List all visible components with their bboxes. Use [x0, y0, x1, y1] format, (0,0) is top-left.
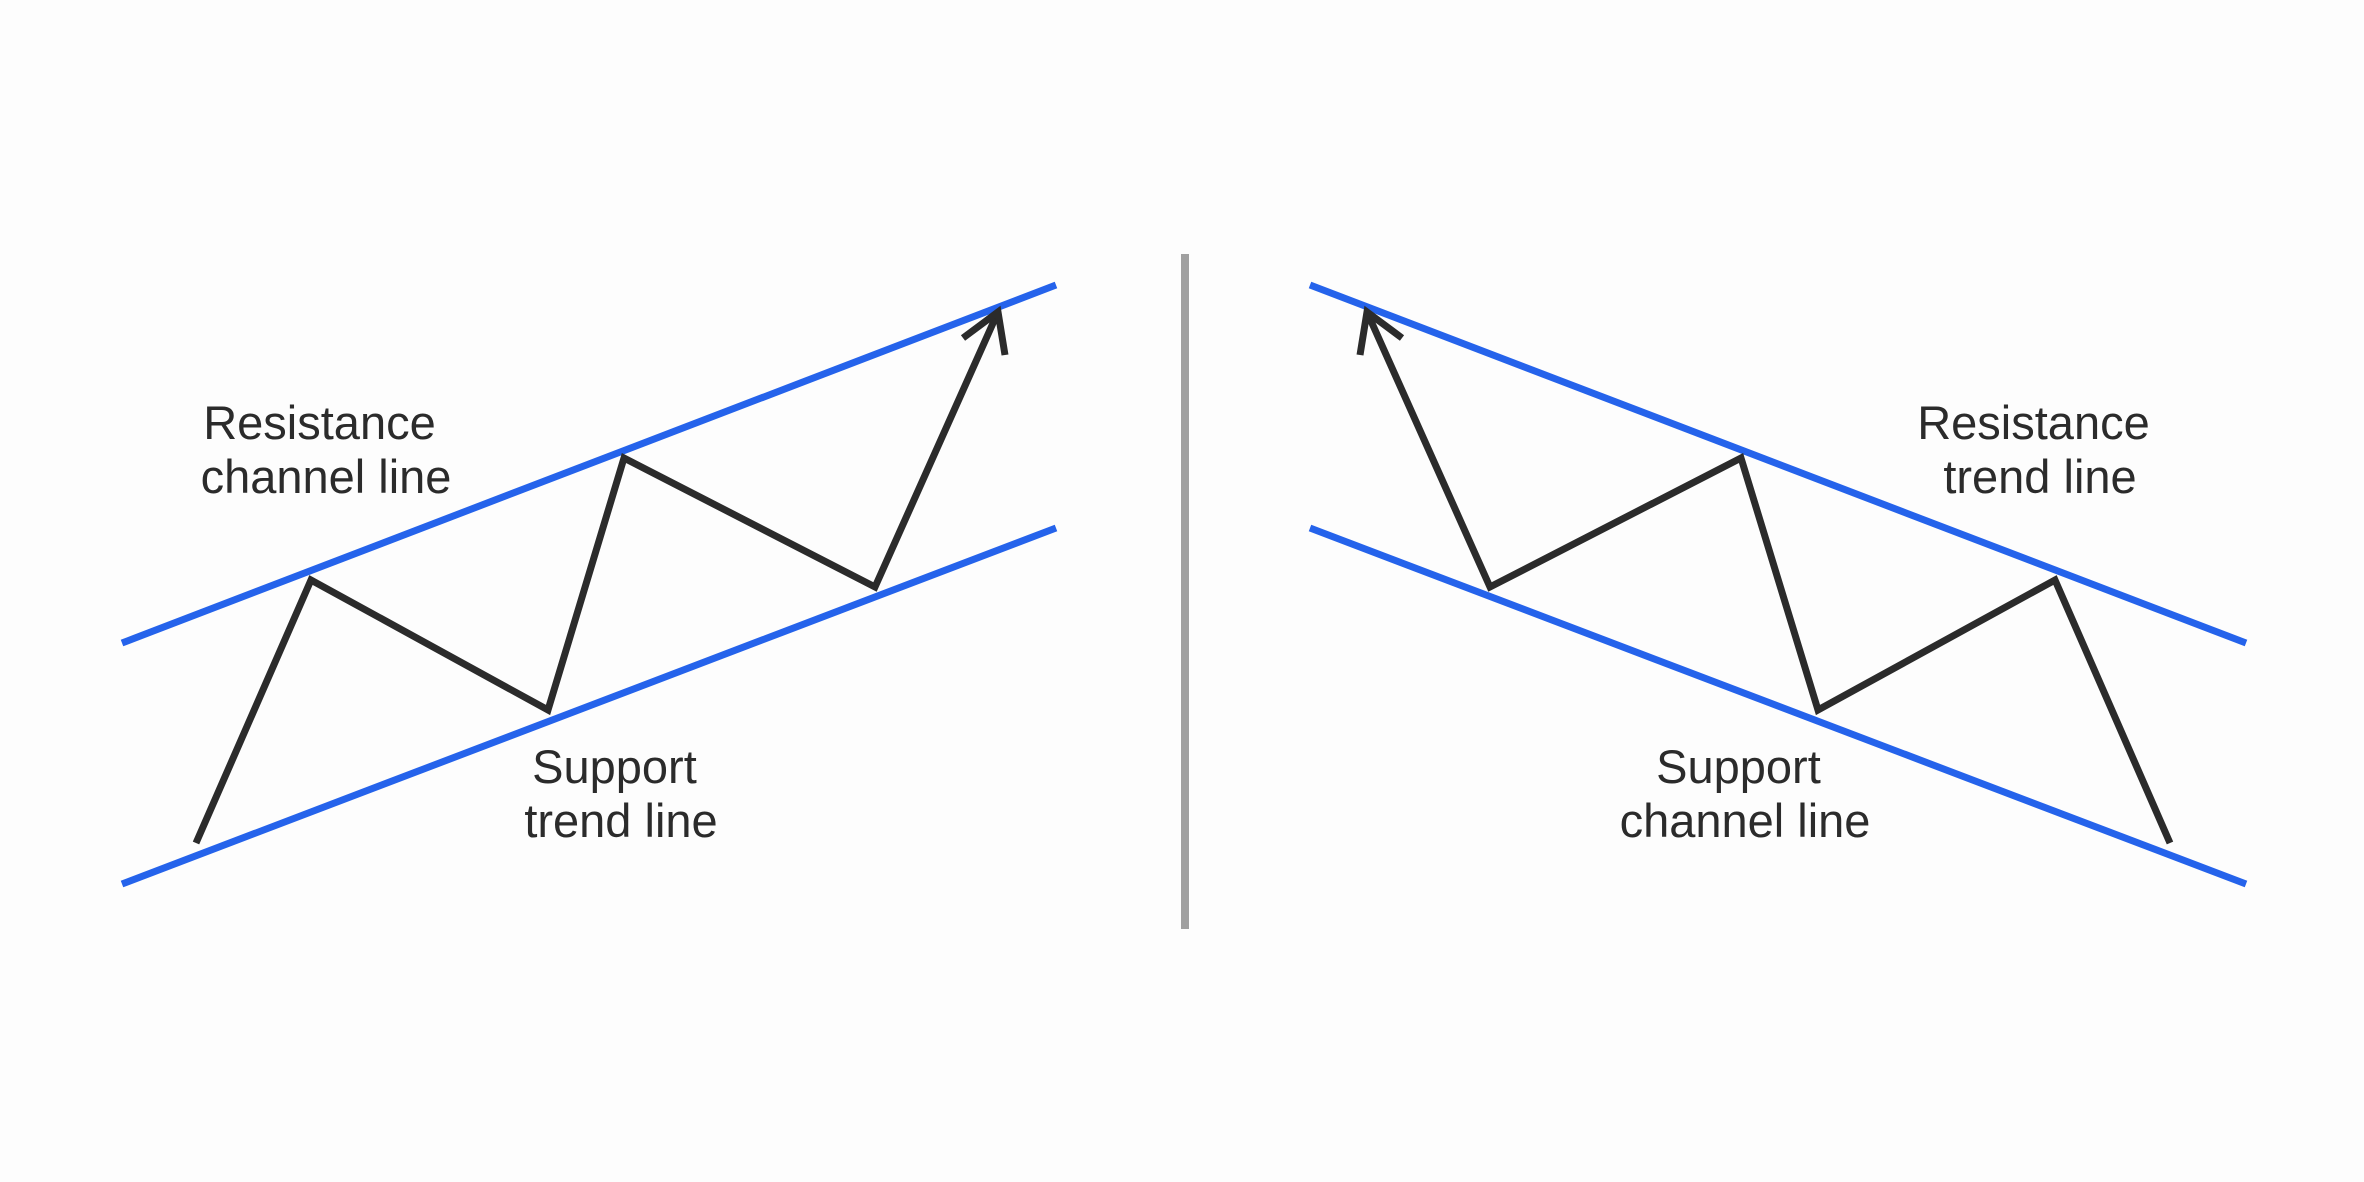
uptrend-price-path — [192, 310, 1002, 845]
resistance-channel-label: Resistance channel line — [201, 396, 452, 503]
ascending-channel-panel: Resistance channel line Support trend li… — [120, 281, 1058, 888]
support-channel-line — [1308, 524, 2248, 888]
support-channel-label: Support channel line — [1620, 740, 1871, 847]
support-trend-label-line2: trend line — [524, 794, 717, 847]
downtrend-arrow-head — [1356, 305, 1405, 356]
resistance-trend-label-line2: trend line — [1943, 450, 2136, 503]
resistance-channel-label-line1: Resistance — [203, 396, 436, 449]
resistance-channel-line — [120, 281, 1058, 647]
support-trend-label: Support trend line — [524, 740, 717, 847]
downtrend-price-path — [1363, 310, 2174, 845]
support-trend-line — [120, 524, 1058, 888]
resistance-trend-line — [1308, 281, 2248, 647]
resistance-channel-label-line2: channel line — [201, 450, 452, 503]
support-channel-label-line1: Support — [1656, 740, 1821, 793]
descending-channel-panel: Resistance trend line Support channel li… — [1308, 281, 2248, 888]
resistance-trend-label: Resistance trend line — [1917, 396, 2163, 503]
support-channel-label-line2: channel line — [1620, 794, 1871, 847]
support-trend-label-line1: Support — [532, 740, 697, 793]
resistance-trend-label-line1: Resistance — [1917, 396, 2150, 449]
uptrend-arrow-head — [960, 305, 1009, 356]
